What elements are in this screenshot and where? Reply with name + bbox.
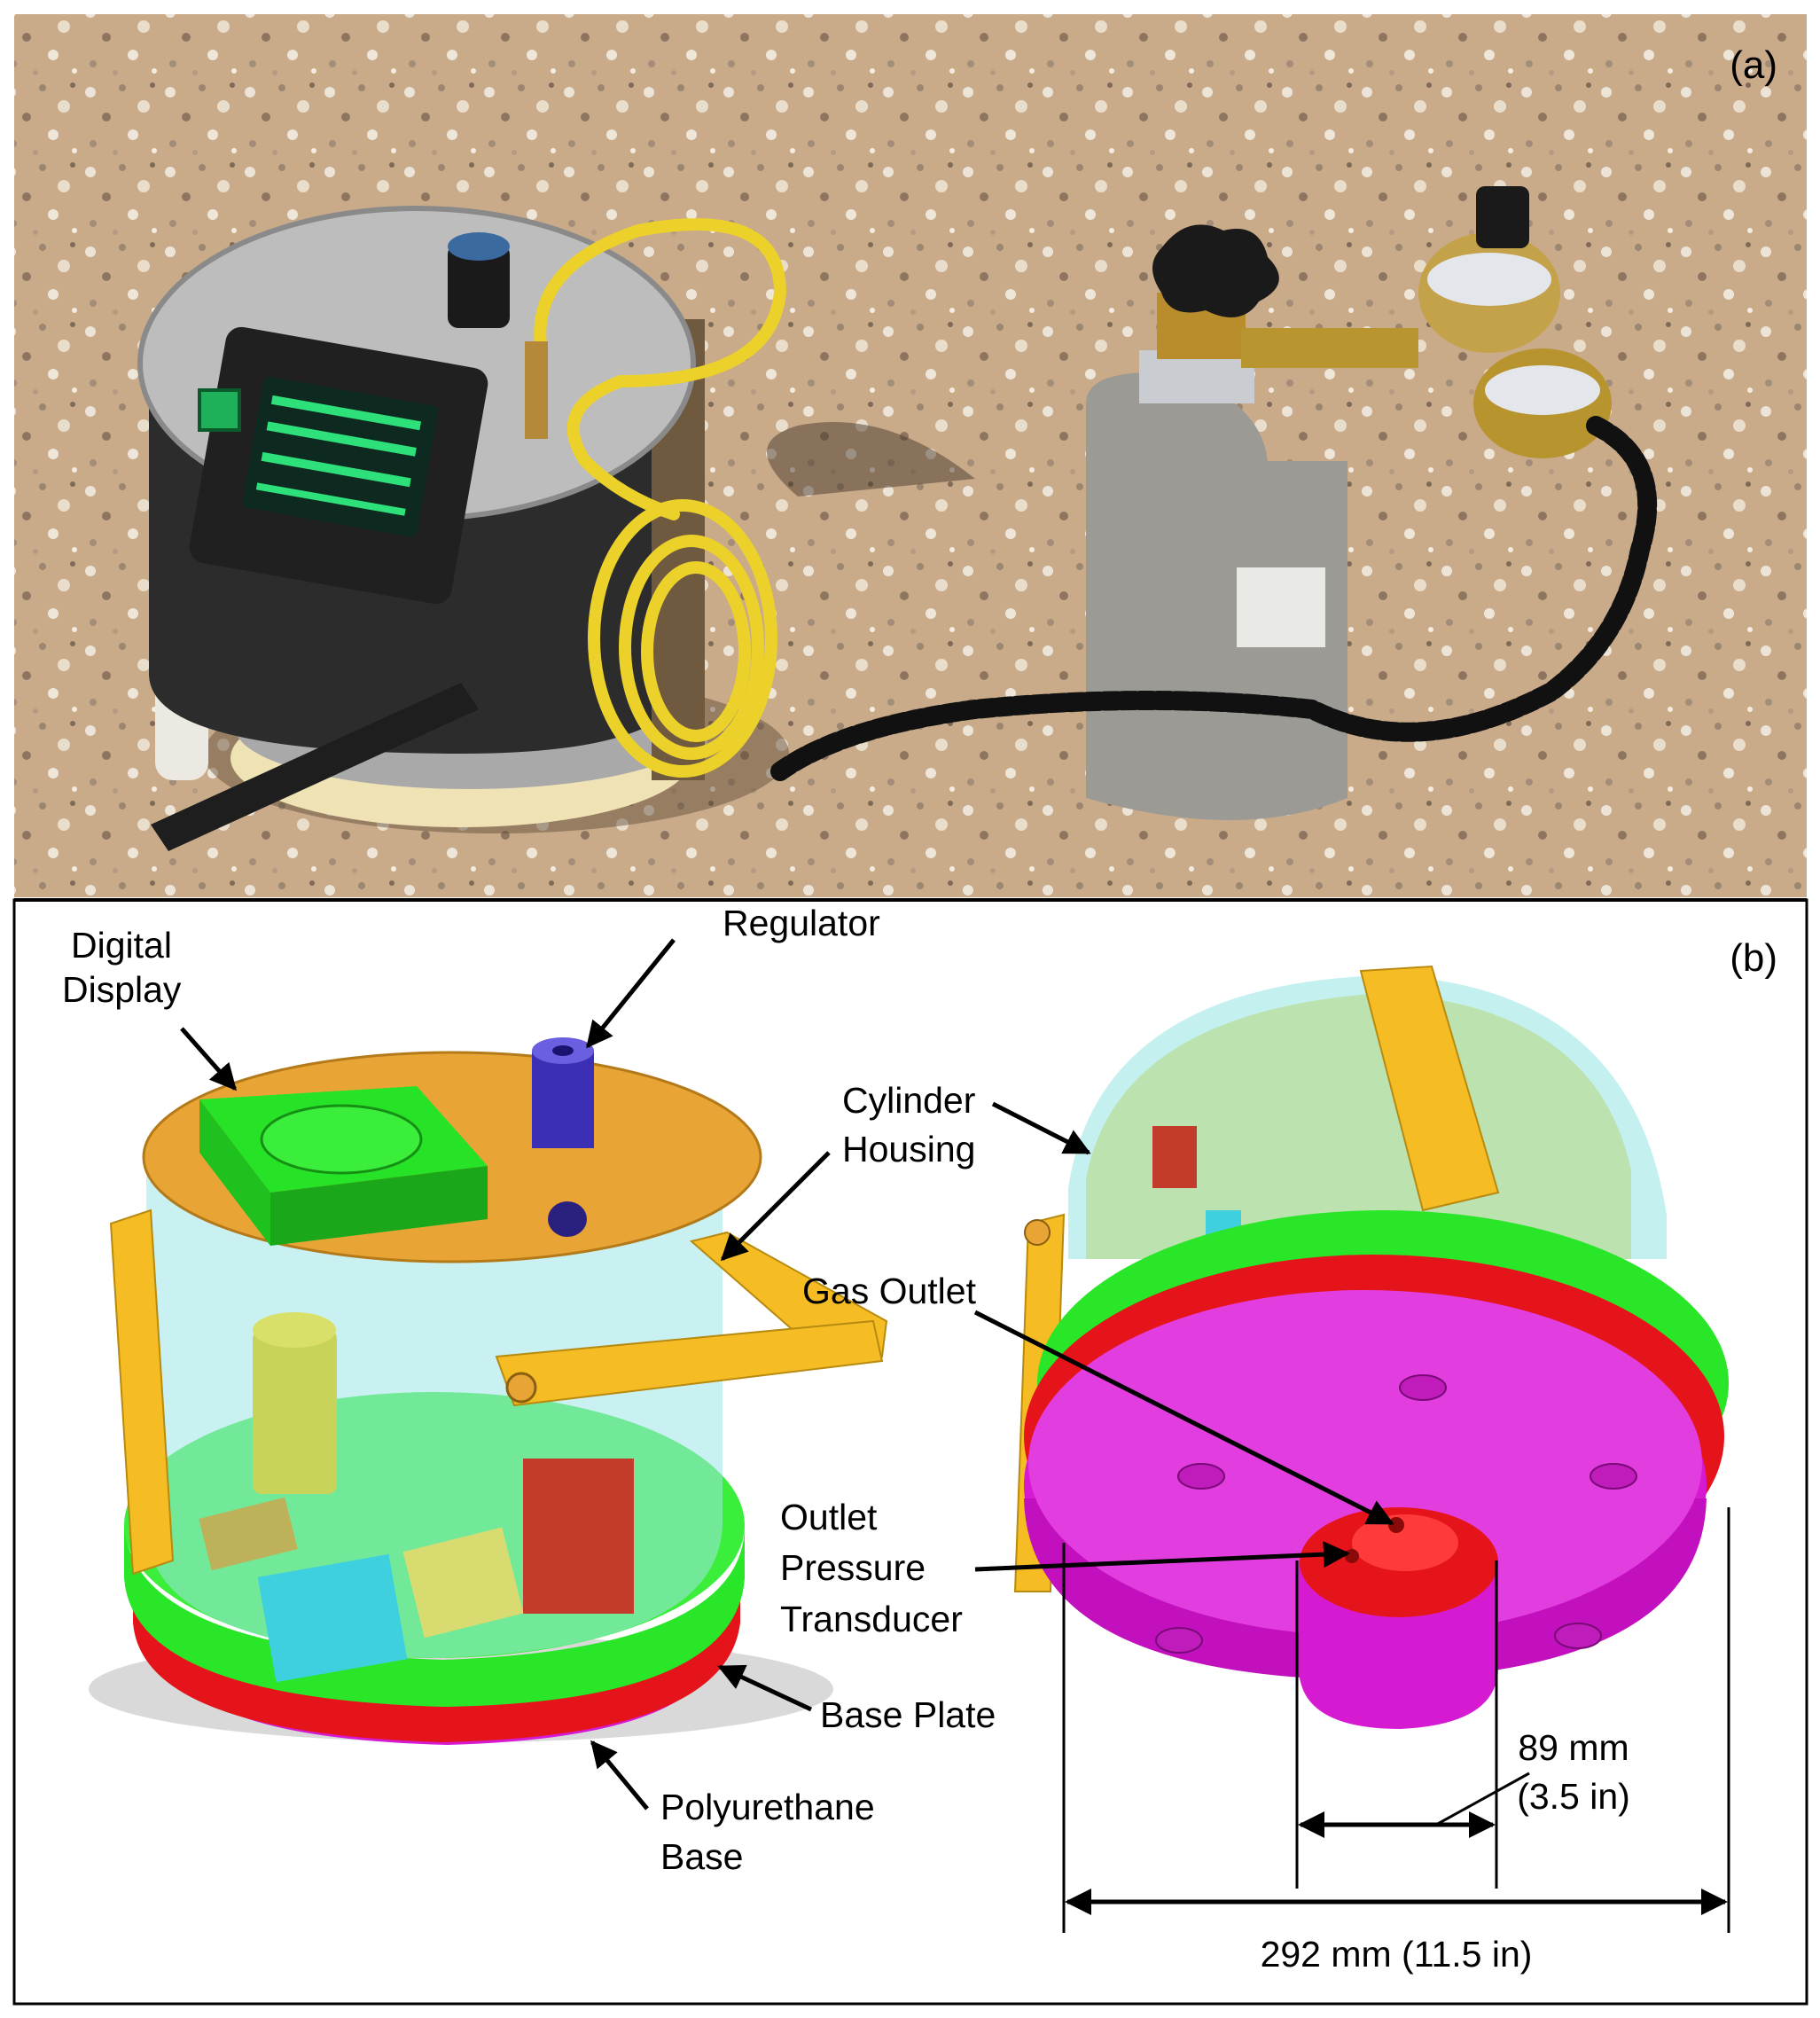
label-base-dim: 292 mm (11.5 in) (1261, 1934, 1533, 1975)
panel-a-photo: (a) (14, 14, 1807, 897)
label-outlet-dim-in: (3.5 in) (1517, 1776, 1630, 1817)
arrow-regulator (586, 938, 676, 1049)
label-digital-display-1: Digital (71, 925, 172, 966)
callout-labels: Digital Display Regulator Cylinder Housi… (62, 903, 1777, 1975)
panel-a-label: (a) (1730, 43, 1777, 87)
digital-display-box-side (199, 1099, 270, 1246)
callout-arrows (180, 938, 1394, 1811)
arrow-polyurethane-base (590, 1740, 649, 1811)
black-coiled-hose (770, 416, 1658, 781)
internal-canister (253, 1330, 337, 1494)
regulator-knob-2 (1476, 186, 1529, 248)
regulator-cap-photo (448, 232, 510, 261)
label-cylinder-housing-1: Cylinder (842, 1080, 975, 1121)
digital-display-box-front (270, 1166, 488, 1246)
arrow-cylinder-housing-left (720, 1151, 831, 1262)
cylinder-label (1237, 567, 1325, 647)
gauge-2-face (1485, 365, 1600, 415)
label-outlet-pressure-transducer-2: Pressure (780, 1547, 926, 1588)
brass-fitting (525, 341, 548, 439)
transducer-port (1345, 1549, 1359, 1563)
yellow-hose (534, 218, 787, 778)
regulator-arm-photo (1241, 328, 1418, 368)
left-bracket (109, 1208, 175, 1576)
leader-outlet-dim (1435, 1772, 1530, 1826)
regulator-knob-photo (448, 244, 510, 328)
lever-pivot (505, 1372, 537, 1404)
outlet-ring (1352, 1514, 1458, 1571)
label-base-plate: Base Plate (820, 1694, 996, 1735)
arrow-gas-outlet (973, 1310, 1394, 1526)
dimension-lines (1062, 1507, 1730, 1933)
label-polyurethane-base-1: Polyurethane (660, 1787, 875, 1827)
valve-handwheel (1152, 224, 1279, 317)
polyurethane-base-face (1028, 1290, 1702, 1636)
canister-top (253, 1312, 336, 1348)
regulator-cad (532, 1051, 594, 1148)
label-regulator: Regulator (723, 903, 880, 943)
top-strap (1359, 965, 1500, 1212)
arrow-transducer (974, 1541, 1350, 1572)
small-knob (548, 1201, 587, 1237)
lever-arm (151, 683, 479, 851)
cylinder-shadow (767, 422, 975, 497)
right-cad-model (1013, 965, 1729, 1729)
label-digital-display-2: Display (62, 969, 182, 1010)
base-plate-left (133, 1569, 740, 1742)
left-cad-model (89, 1037, 888, 1745)
terminal-block (199, 1497, 298, 1571)
display-digits (255, 395, 422, 516)
transducer-box-right (1152, 1126, 1197, 1188)
regulator-cad-hole (552, 1045, 574, 1056)
power-switch (198, 388, 241, 432)
panel-b-label: (b) (1730, 936, 1777, 980)
arrow-digital-display (180, 1027, 237, 1091)
transducer-box-left (523, 1459, 634, 1614)
arrow-cylinder-housing-right (991, 1101, 1091, 1155)
cyan-block (257, 1553, 408, 1683)
label-gas-outlet: Gas Outlet (802, 1271, 977, 1311)
label-polyurethane-base-2: Base (660, 1836, 743, 1877)
side-pivot (1024, 1219, 1051, 1246)
circuit-board (402, 1527, 524, 1639)
gauge-1-face (1427, 253, 1551, 306)
label-outlet-dim-mm: 89 mm (1518, 1727, 1629, 1768)
display-recess (260, 1104, 423, 1175)
label-outlet-pressure-transducer-1: Outlet (780, 1497, 878, 1537)
label-outlet-pressure-transducer-3: Transducer (780, 1599, 963, 1639)
label-cylinder-housing-2: Housing (842, 1129, 975, 1169)
arrow-base-plate (717, 1664, 813, 1712)
